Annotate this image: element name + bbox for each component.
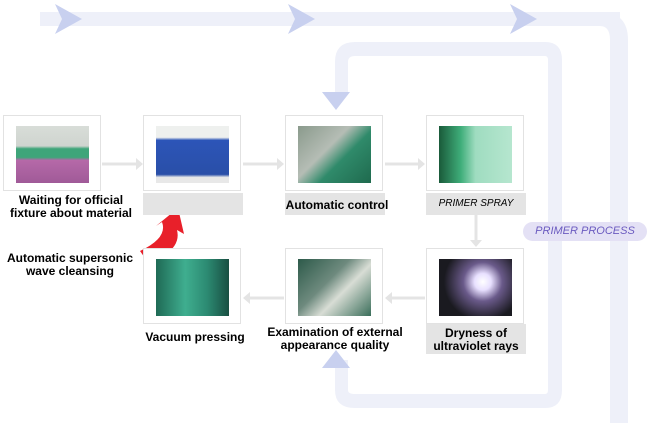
step-label: Dryness of ultraviolet rays xyxy=(426,327,526,353)
step-label-bg xyxy=(285,193,385,215)
step-card-material xyxy=(3,115,101,191)
label-line: Waiting for official xyxy=(18,193,124,207)
label-line: ultraviolet rays xyxy=(433,339,519,353)
automatic-control-photo xyxy=(298,126,371,183)
step-label xyxy=(143,193,243,215)
label-line: Examination of external xyxy=(267,325,403,339)
step-card-vacuum-pressing xyxy=(143,248,241,324)
label-line: fixture about material xyxy=(9,206,133,220)
step-card-primer-spray xyxy=(426,115,524,191)
primer-process-badge: PRIMER PROCESS xyxy=(523,222,647,241)
cleansing-machine-photo xyxy=(156,126,229,183)
step-label-bg xyxy=(426,324,526,354)
label-line: appearance quality xyxy=(280,338,390,352)
step-card-examination xyxy=(285,248,383,324)
flow-arrow-icon xyxy=(288,4,315,34)
step-label: Vacuum pressing xyxy=(145,330,245,344)
flow-arrow-icon xyxy=(55,4,82,34)
step-card-automatic-control xyxy=(285,115,383,191)
step-label: Waiting for official fixture about mater… xyxy=(2,194,140,220)
note-line: Automatic supersonic xyxy=(6,251,134,265)
label-line: Dryness of xyxy=(444,326,508,340)
note-line: wave cleansing xyxy=(25,264,115,278)
uv-drying-photo xyxy=(439,259,512,316)
examination-photo xyxy=(298,259,371,316)
material-fixture-photo xyxy=(16,126,89,183)
up-arrow-icon xyxy=(322,350,350,368)
step-label: Examination of external appearance quali… xyxy=(262,326,408,352)
flow-arrow-icon xyxy=(510,4,537,34)
primer-spray-photo xyxy=(439,126,512,183)
step-card-uv-drying xyxy=(426,248,524,324)
down-arrow-icon xyxy=(322,92,350,110)
top-flow-band xyxy=(40,12,620,26)
right-flow-band xyxy=(600,12,628,423)
step-label: Automatic control xyxy=(285,198,389,212)
step-label: PRIMER SPRAY xyxy=(426,193,526,215)
step-card-cleansing xyxy=(143,115,241,191)
vacuum-pressing-photo xyxy=(156,259,229,316)
side-note: Automatic supersonic wave cleansing xyxy=(0,252,140,278)
